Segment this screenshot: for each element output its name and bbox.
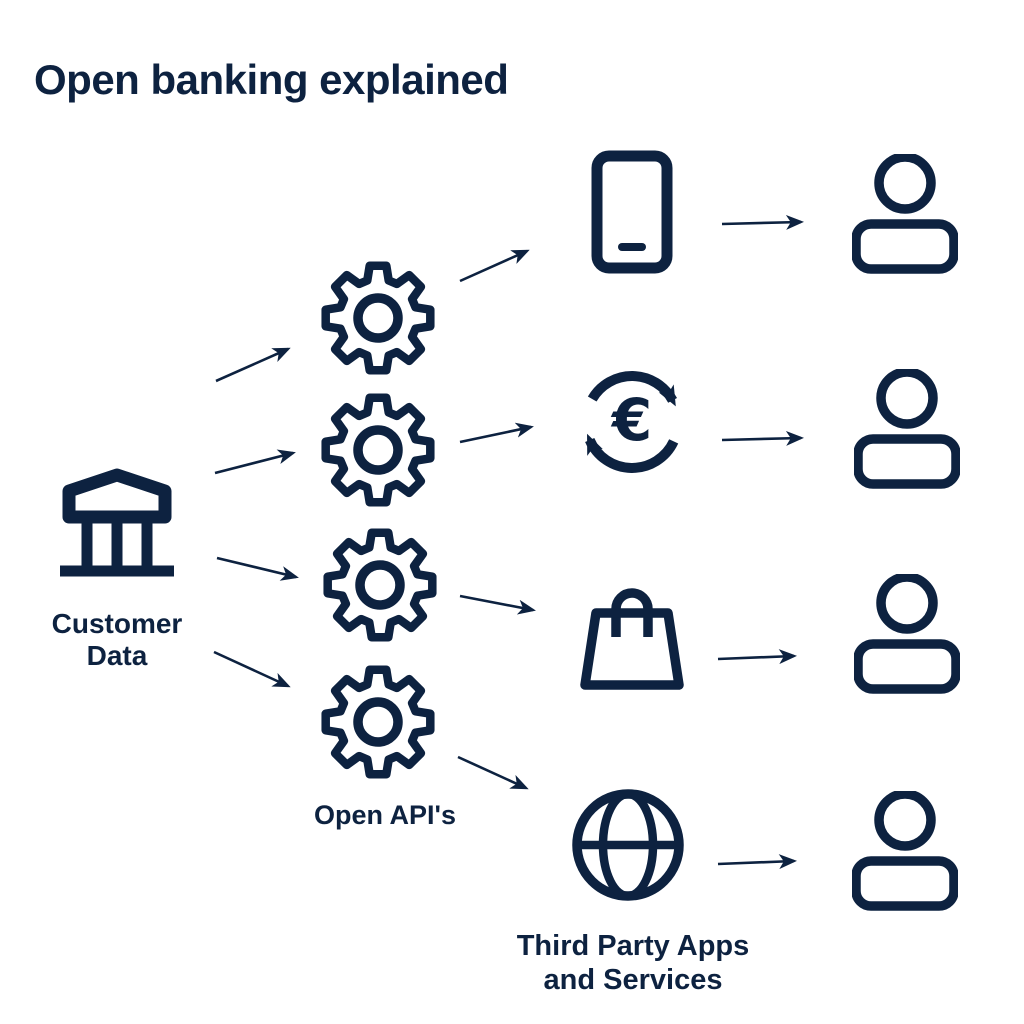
page-title: Open banking explained [34, 56, 509, 103]
shopping-bag-icon [580, 588, 684, 690]
customer-data-label: Customer Data [20, 608, 214, 673]
person-icon-2 [854, 369, 960, 489]
gear-icon-4 [321, 665, 435, 779]
arrow-api-to-bag [459, 594, 536, 615]
gear-icon-3 [323, 528, 437, 642]
globe-icon [572, 789, 684, 901]
person-icon-3 [854, 574, 960, 694]
currency-exchange-icon: € [585, 371, 679, 473]
arrow-exchange-to-user [721, 430, 804, 446]
arrow-bag-to-user [717, 649, 797, 665]
third-party-label-line1: Third Party Apps [516, 930, 750, 962]
person-icon-4 [852, 791, 958, 911]
gear-icon-1 [321, 261, 435, 375]
bank-icon [60, 468, 174, 577]
euro-symbol: € [610, 386, 652, 454]
arrow-api-to-exchange [459, 422, 534, 444]
arrow-bank-to-api-1 [215, 347, 291, 383]
customer-data-label-line1: Customer [51, 608, 183, 639]
third-party-label: Third Party Apps and Services [483, 930, 783, 997]
arrow-api-to-phone [459, 249, 530, 283]
customer-data-label-line2: Data [86, 640, 148, 672]
open-apis-label: Open API's [314, 800, 456, 830]
arrow-api-to-globe [457, 755, 529, 790]
smartphone-icon [591, 150, 673, 274]
arrow-bank-to-api-3 [216, 556, 299, 581]
third-party-label-line2: and Services [543, 963, 723, 996]
arrow-bank-to-api-4 [213, 650, 291, 688]
arrow-phone-to-user [721, 214, 804, 230]
arrow-bank-to-api-2 [214, 449, 296, 475]
gear-icon-2 [321, 393, 435, 507]
person-icon-1 [852, 154, 958, 274]
arrow-globe-to-user [717, 854, 797, 870]
